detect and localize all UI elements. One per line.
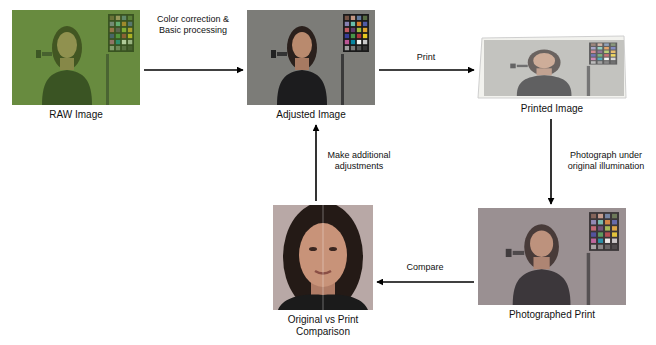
image-node: RAW Image bbox=[12, 10, 140, 121]
edge-label: Photograph under original illumination bbox=[560, 150, 652, 172]
adjusted-photo bbox=[247, 10, 375, 105]
image-node: Photographed Print bbox=[478, 208, 626, 321]
image-caption: RAW Image bbox=[2, 109, 150, 121]
edge-label: Color correction & Basic processing bbox=[152, 14, 234, 36]
image-caption: Original vs Print Comparison bbox=[263, 314, 383, 338]
image-node: Original vs Print Comparison bbox=[273, 205, 373, 338]
flow-arrow bbox=[377, 281, 474, 283]
flow-arrow bbox=[315, 125, 317, 201]
edge-label: Print bbox=[400, 52, 452, 63]
image-caption: Adjusted Image bbox=[237, 109, 385, 121]
flow-arrow bbox=[379, 69, 474, 71]
image-caption: Printed Image bbox=[468, 103, 636, 115]
image-caption: Photographed Print bbox=[468, 309, 636, 321]
raw-photo bbox=[12, 10, 140, 105]
edge-label: Compare bbox=[385, 262, 465, 273]
image-node: Printed Image bbox=[478, 33, 626, 115]
printed-photo bbox=[478, 36, 626, 98]
flow-arrow bbox=[144, 69, 243, 71]
edge-label: Make additional adjustments bbox=[323, 150, 395, 172]
image-node: Adjusted Image bbox=[247, 10, 375, 121]
comparison-photo bbox=[273, 202, 373, 312]
photographed-print bbox=[478, 208, 626, 305]
flow-arrow bbox=[550, 119, 552, 204]
